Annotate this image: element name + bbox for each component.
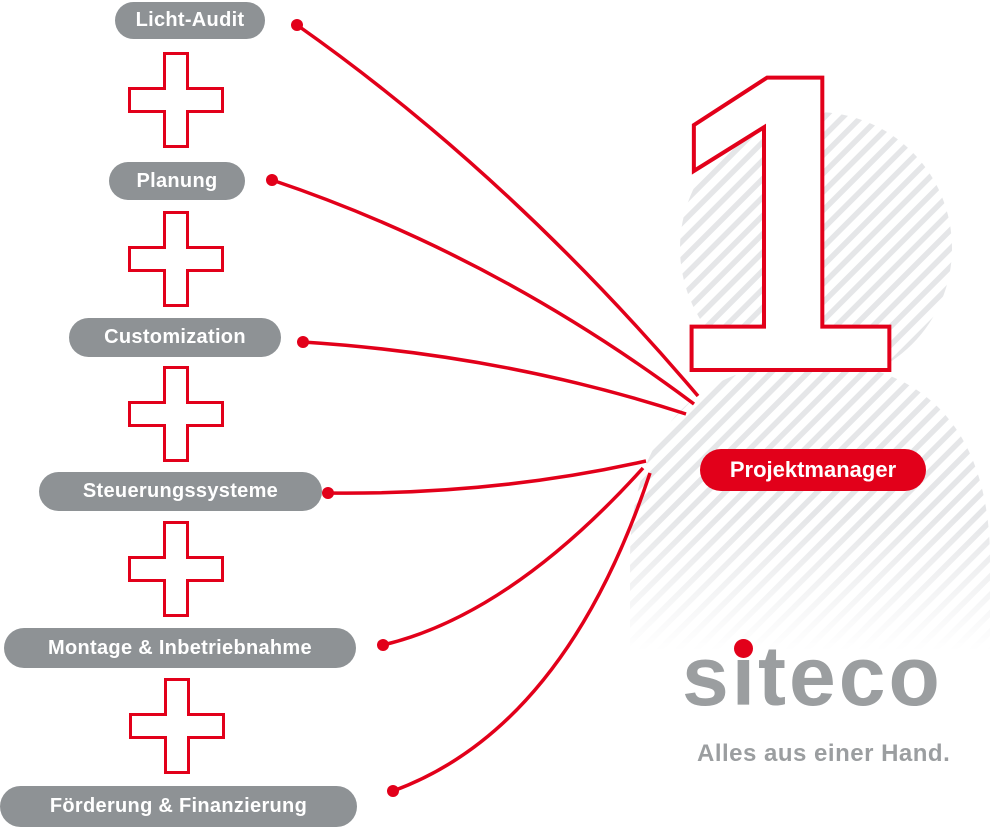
siteco-logo: siteco: [682, 634, 943, 718]
connector-curve: [271, 178, 696, 406]
service-pill-label: Customization: [104, 326, 246, 348]
connector-curve: [392, 472, 652, 793]
service-pill-label: Montage & Inbetriebnahme: [48, 636, 312, 659]
connector-dot: [322, 487, 334, 499]
service-pill-label: Licht-Audit: [135, 9, 245, 31]
number-one: 1: [665, 0, 901, 461]
connector-curves: [271, 23, 700, 793]
connector-dot: [266, 174, 278, 186]
plus-icon: [128, 521, 224, 617]
person-head: [680, 112, 952, 384]
service-pill-foerderung-finanzierung: Förderung & Finanzierung: [0, 786, 357, 827]
plus-icons: [128, 52, 225, 774]
connector-curve: [327, 459, 647, 495]
connector-dots: [266, 19, 399, 797]
service-pill-label: Förderung & Finanzierung: [49, 795, 308, 817]
connector-dot: [297, 336, 309, 348]
service-pill-licht-audit: Licht-Audit: [115, 2, 265, 39]
plus-icon: [129, 678, 225, 774]
person-fade: [615, 515, 992, 675]
service-pill-planung: Planung: [109, 162, 245, 200]
plus-icon: [128, 52, 224, 148]
connector-dot: [291, 19, 303, 31]
connector-dot: [387, 785, 399, 797]
plus-icon: [128, 366, 224, 462]
person-silhouette: [615, 112, 992, 675]
service-pill-steuerungssysteme: Steuerungssysteme: [39, 472, 322, 511]
connector-curve: [295, 23, 700, 398]
connector-curve: [302, 340, 687, 416]
service-pill-label: Planung: [136, 169, 218, 192]
service-pill-montage-inbetriebnahme: Montage & Inbetriebnahme: [4, 628, 356, 668]
red-dot-icon: [734, 639, 753, 658]
connector-dot: [377, 639, 389, 651]
connector-curve: [382, 466, 645, 647]
brand-tagline: Alles aus einer Hand.: [697, 740, 951, 767]
logo-text: siteco: [682, 629, 943, 723]
service-pill-label: Steuerungssysteme: [82, 480, 279, 502]
plus-icon: [128, 211, 224, 307]
service-pill-customization: Customization: [69, 318, 281, 357]
projektmanager-badge: Projektmanager: [700, 449, 926, 491]
